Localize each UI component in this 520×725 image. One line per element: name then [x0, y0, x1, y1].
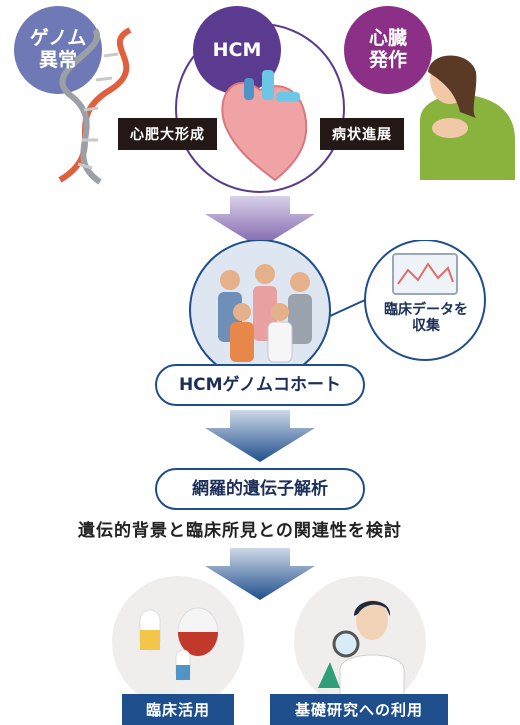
hcm-label: HCM [212, 39, 262, 61]
analysis-caption: 遺伝的背景と臨床所見との関連性を検討 [78, 521, 402, 541]
cohort-pill: HCMゲノムコホート [155, 364, 365, 406]
analysis-pill: 網羅的遺伝子解析 [155, 468, 365, 510]
clinical-use-label: 臨床活用 [122, 694, 234, 725]
blue-down-arrow-1 [205, 410, 315, 462]
chart-monitor-icon [392, 253, 458, 295]
cohort-graphic [189, 240, 486, 380]
genome-abnormality-label: ゲノム 異常 [29, 27, 87, 71]
hcm-circle [193, 6, 281, 94]
heart-icon [221, 70, 308, 182]
genome-abnormality-circle [14, 6, 102, 94]
progression-tag: 病状進展 [320, 118, 404, 150]
cardiac-onset-circle [344, 6, 432, 94]
cardiac-onset-label: 心臓 発作 [368, 27, 407, 71]
dna-helix-icon [58, 27, 132, 185]
medicine-circle [112, 576, 244, 708]
hypertrophy-tag: 心肥大形成 [118, 118, 217, 150]
basic-research-label: 基礎研究への利用 [270, 694, 448, 725]
blue-down-arrow-2 [205, 548, 315, 600]
capsules-icon [139, 607, 219, 681]
bottom-graphic [112, 576, 426, 709]
people-group-icon [218, 264, 312, 363]
clinical-data-label: 臨床データを 収集 [384, 302, 468, 335]
purple-down-arrow [205, 196, 315, 248]
top-graphic [14, 6, 515, 193]
person-chest-pain-icon [420, 55, 515, 180]
